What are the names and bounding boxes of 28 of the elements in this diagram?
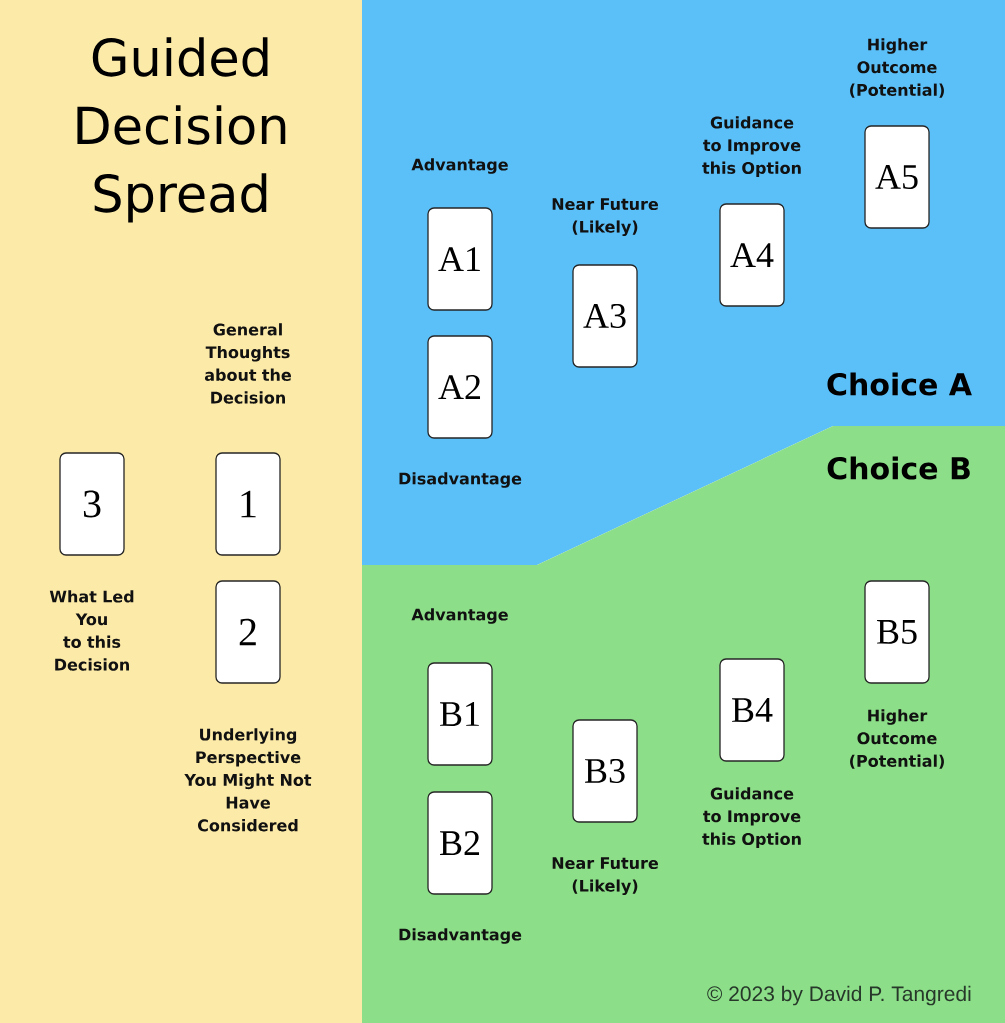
card: 1 xyxy=(215,452,281,556)
card: B3 xyxy=(572,719,638,823)
card-label: Underlying Perspective You Might Not Have Considered xyxy=(184,728,312,832)
card: A3 xyxy=(572,264,638,368)
card: A5 xyxy=(864,125,930,229)
card: B2 xyxy=(427,791,493,895)
card-label: Disadvantage xyxy=(399,928,522,944)
card-label: Guidance to Improve this Option xyxy=(702,116,801,178)
card-label: What Led You to this Decision xyxy=(49,590,134,671)
card-label: Advantage xyxy=(411,158,508,174)
card-label: Guidance to Improve this Option xyxy=(702,787,801,849)
card-label: Higher Outcome (Potential) xyxy=(850,709,944,769)
card-label: General Thoughts about the Decision xyxy=(204,323,291,404)
card: 3 xyxy=(59,452,125,556)
card-label: Near Future (Likely) xyxy=(552,857,658,895)
copyright-note: © 2023 by David P. Tangredi xyxy=(707,985,971,1006)
card: B1 xyxy=(427,662,493,766)
card: 2 xyxy=(215,580,281,684)
card: A4 xyxy=(719,203,785,307)
title: Guided Decision Spread xyxy=(77,37,286,223)
card-label: Near Future (Likely) xyxy=(552,198,658,236)
card: A2 xyxy=(427,335,493,439)
card-label: Advantage xyxy=(411,608,508,624)
card: B4 xyxy=(719,658,785,762)
card-label: Disadvantage xyxy=(399,472,522,488)
card: B5 xyxy=(864,580,930,684)
card: A1 xyxy=(427,207,493,311)
card-label: Higher Outcome (Potential) xyxy=(850,38,944,98)
